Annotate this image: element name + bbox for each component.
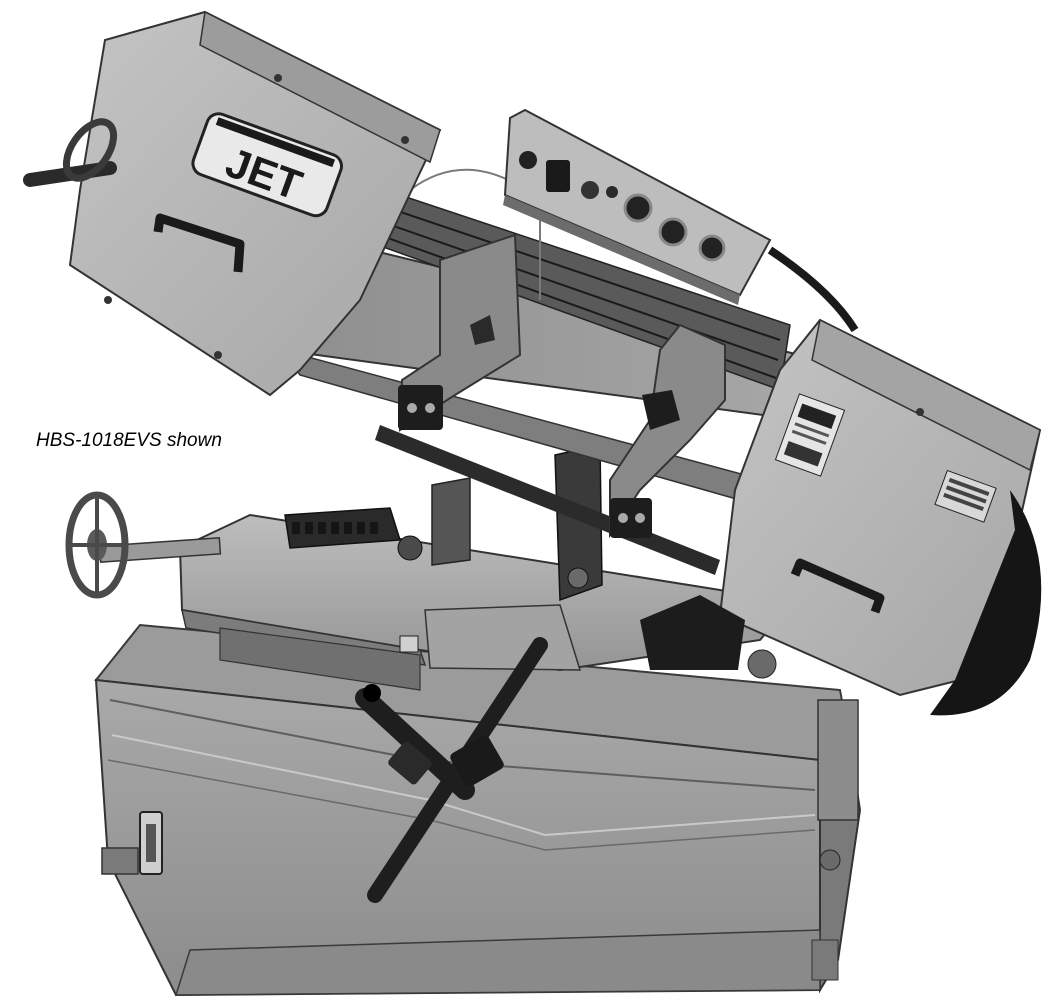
power-indicator — [519, 151, 537, 169]
speed-knob — [623, 193, 653, 223]
jet-logo: JET — [191, 112, 344, 218]
left-wheel-cover — [68, 10, 442, 397]
model-caption: HBS-1018EVS shown — [36, 430, 222, 451]
vise-clamp — [284, 444, 603, 602]
power-switch — [546, 160, 570, 192]
blade-guides — [398, 233, 726, 539]
stock-stop-rods — [355, 637, 548, 903]
feed-knob — [658, 217, 688, 247]
base-cabinet — [94, 623, 862, 997]
work-table — [178, 513, 792, 691]
stop-knob — [698, 234, 726, 262]
tension-handwheel — [23, 118, 118, 187]
vise-handwheel — [65, 491, 222, 599]
warning-label — [774, 393, 846, 477]
control-panel — [503, 108, 859, 333]
spec-label — [934, 469, 997, 523]
right-wheel-cover — [640, 318, 1042, 716]
